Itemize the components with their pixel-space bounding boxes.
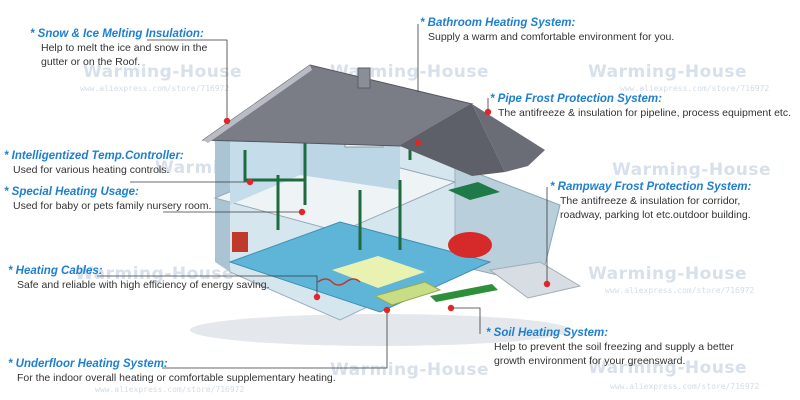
marker-bathroom [414, 139, 422, 147]
callout-rampway-frost: * Rampway Frost Protection System: The a… [550, 180, 790, 222]
roof-right-wing [472, 104, 545, 172]
heating-cable-coil [317, 278, 361, 286]
watermark-text: Warming-House [83, 62, 243, 82]
callout-pipe-frost: * Pipe Frost Protection System: The anti… [490, 92, 795, 120]
callout-underfloor-heating: * Underfloor Heating System: For the ind… [8, 357, 368, 385]
callout-title: * Soil Heating System: [486, 327, 609, 339]
marker-soil [447, 304, 455, 312]
marker-underfloor [383, 306, 391, 314]
callout-heating-cables: * Heating Cables: Safe and reliable with… [8, 264, 308, 292]
callout-title: * Rampway Frost Protection System: [550, 181, 752, 193]
roof-right-slope [400, 104, 505, 176]
marker-special [298, 208, 306, 216]
watermark-url: www.aliexpress.com/store/716972 [80, 84, 230, 93]
watermark-url: www.aliexpress.com/store/716972 [610, 382, 760, 391]
chimney [357, 67, 371, 89]
callout-temp-controller: * Intelligentized Temp.Controller: Used … [4, 149, 234, 177]
rug [332, 256, 425, 288]
callout-desc: Supply a warm and comfortable environmen… [428, 31, 675, 43]
marker-rampway [543, 280, 551, 288]
marker-cables [313, 293, 321, 301]
rampway [488, 261, 582, 299]
leader-lines [97, 24, 548, 369]
callout-desc: The antifreeze & insulation for pipeline… [498, 107, 792, 119]
callout-special-heating: * Special Heating Usage: Used for baby o… [4, 185, 234, 213]
marker-pipe [484, 108, 492, 116]
callout-snow-melting: * Snow & Ice Melting Insulation: Help to… [30, 27, 230, 69]
watermark-url: www.aliexpress.com/store/716972 [620, 84, 770, 93]
watermark-text: Warming-House [588, 62, 748, 82]
watermark-text: Warming-House [75, 264, 235, 284]
callout-title: * Underfloor Heating System: [8, 358, 168, 370]
marker-snow [223, 117, 231, 125]
heater-unit [232, 232, 248, 252]
callout-desc: Safe and reliable with high efficiency o… [17, 279, 270, 291]
left-wall [215, 130, 230, 272]
ground-shadow [190, 314, 570, 346]
roof-edge [203, 65, 312, 143]
callout-desc: Help to melt the ice and snow in the gut… [41, 42, 208, 68]
marker-controller [246, 178, 254, 186]
markers [223, 108, 551, 314]
lawn [430, 284, 498, 302]
callout-title: * Heating Cables: [8, 265, 103, 277]
callout-bathroom-heating: * Bathroom Heating System: Supply a warm… [420, 16, 720, 44]
callout-desc: Used for baby or pets family nursery roo… [13, 200, 212, 212]
callout-desc: Help to prevent the soil freezing and su… [494, 341, 734, 367]
watermark-text: Warming-House [612, 160, 772, 180]
sofa [373, 281, 442, 306]
watermark-text: Warming-House [588, 264, 748, 284]
callout-desc: The antifreeze & insulation for corridor… [560, 195, 751, 221]
callout-title: * Snow & Ice Melting Insulation: [30, 28, 204, 40]
car [448, 232, 492, 258]
watermark-url: www.aliexpress.com/store/716972 [605, 286, 755, 295]
bed [448, 182, 500, 200]
watermark-text: Warming-House [588, 358, 748, 378]
callout-title: * Bathroom Heating System: [420, 17, 576, 29]
callout-title: * Special Heating Usage: [4, 186, 139, 198]
watermark-url: www.aliexpress.com/store/716972 [95, 385, 245, 394]
callout-title: * Pipe Frost Protection System: [490, 93, 662, 105]
watermark-text: Warming-House [330, 360, 490, 380]
callout-title: * Intelligentized Temp.Controller: [4, 150, 184, 162]
callout-desc: Used for various heating controls. [13, 164, 170, 176]
callout-soil-heating: * Soil Heating System: Help to prevent t… [486, 326, 766, 368]
callout-desc: For the indoor overall heating or comfor… [17, 372, 336, 384]
